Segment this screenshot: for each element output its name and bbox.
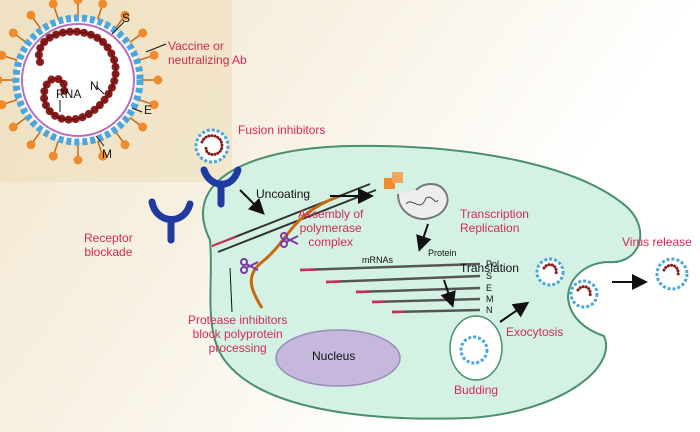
label-rna: RNA [56,87,82,101]
spike-head [149,100,159,110]
leader-envelope [131,107,143,113]
label-envelope: E [144,103,153,117]
leader-n [95,85,105,95]
arrow-uncoating [239,189,265,215]
receptor-fusion [200,166,242,208]
label-protein-e: E [486,283,493,293]
scissors-icon [280,232,299,248]
spike-head [98,151,108,161]
spike-head [120,140,130,150]
spike-head [73,0,83,5]
label-mrnas: mRNAs [362,255,393,265]
label-uncoating: Uncoating [256,187,311,201]
spike-head [73,155,83,165]
label-transcription: Transcription Replication [460,207,529,235]
spike-head [48,151,58,161]
label-budding: Budding [454,383,499,397]
virion-envelope [12,14,144,146]
spike-head [0,100,7,110]
arrow-translation [440,279,456,308]
spike-head [26,10,36,20]
rna-strand [38,31,117,121]
label-protein-m: M [486,294,494,304]
spike-head [48,0,58,9]
label-translation: Translation [460,261,519,275]
budding-virion [459,335,489,365]
polymerase-complex [384,172,449,220]
virion-main [0,0,163,165]
label-fusion: Fusion inhibitors [238,123,326,137]
label-protease: Protease inhibitors block polyprotein pr… [188,313,288,355]
label-exocytosis: Exocytosis [506,325,564,339]
virion-spikes [0,0,163,165]
spike-head [8,122,18,132]
leader-membrane [95,135,105,147]
spike-head [138,122,148,132]
label-release: Virus release [622,235,692,249]
leader-protease [229,267,233,313]
label-membrane: M [102,147,112,161]
label-assembly: Assembly of polymerase complex [298,207,364,249]
nucleus [275,329,401,387]
label-nucleocapsid: N [90,79,99,93]
arrow-transcription [416,223,432,252]
receptor-blockade [148,198,194,244]
mrna-bars [299,262,481,314]
spike-head [8,28,18,38]
exocytosis-virion-2 [569,279,599,309]
virion-fusion [194,128,230,164]
label-protein-n: N [486,305,493,315]
spike-head [0,75,3,85]
label-protein-pol: Pol [486,259,500,269]
polyprotein [249,194,341,309]
leader-spike [111,21,125,35]
spike-head [120,10,130,20]
rna-strand-1 [211,183,371,247]
label-protein: Protein [428,248,457,258]
spike-head [153,75,163,85]
label-nucleus: Nucleus [312,349,356,363]
spike-head [0,50,7,60]
spike-head [98,0,108,9]
spike-head [149,50,159,60]
spike-head [26,140,36,150]
label-vaccine: Vaccine or neutralizing Ab [168,39,247,67]
label-spike: S [122,11,131,25]
leader-vaccine [145,43,167,53]
label-receptor: Receptor blockade [84,231,133,259]
scissors-icon [240,258,259,274]
arrow-exocytosis [499,301,530,323]
exocytosis-virion-1 [535,257,565,287]
label-protein-s: S [486,271,493,281]
released-virion [655,257,689,291]
spike-head [138,28,148,38]
virion-membrane [21,23,135,137]
